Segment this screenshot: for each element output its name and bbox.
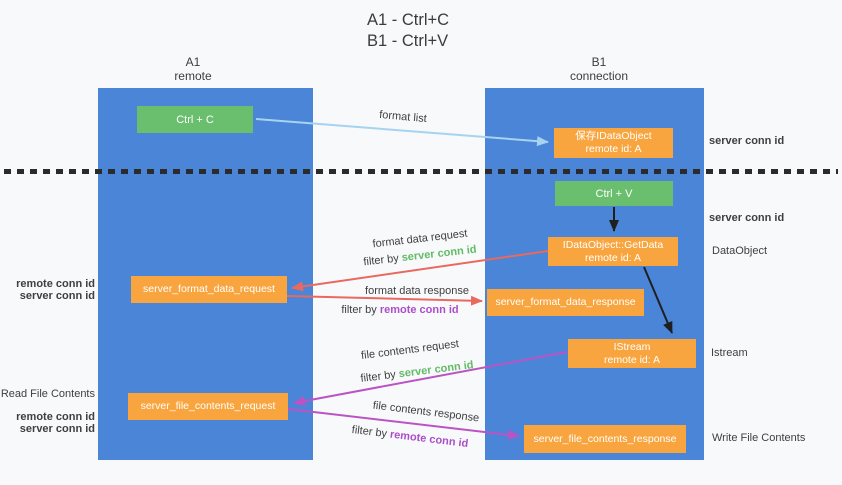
lane-a1-subtitle: remote — [174, 69, 212, 83]
left-conn-id-stack-1: remote conn id server conn id — [0, 278, 95, 302]
remote-conn-id-text-2: remote conn id — [389, 428, 469, 451]
filter-by-text-1: filter by — [362, 252, 400, 269]
filter-by-text-4: filter by — [351, 423, 388, 441]
node-server-file-contents-response-label: server_file_contents_response — [533, 432, 677, 445]
title-line-2: B1 - Ctrl+V — [367, 32, 449, 50]
label-format-data-response: format data response — [365, 285, 469, 297]
node-idataobject-getdata: IDataObject::GetData remote id: A — [548, 237, 678, 266]
label-server-conn-id-right-1: server conn id — [709, 135, 785, 147]
lane-a1-title: A1 — [185, 55, 201, 69]
remote-conn-id-text-1: remote conn id — [379, 304, 459, 316]
node-server-format-data-response: server_format_data_response — [487, 289, 644, 316]
label-remote-conn-id-left-2: remote conn id — [16, 411, 95, 423]
node-ctrl-v: Ctrl + V — [555, 181, 673, 206]
read-file-contents-block: Read File Contents — [0, 388, 95, 400]
left-conn-id-stack-2: remote conn id server conn id — [0, 411, 95, 435]
node-istream: IStream remote id: A — [568, 339, 696, 368]
label-format-list: format list — [378, 108, 428, 126]
label-dataobject: DataObject — [712, 245, 768, 257]
label-server-conn-id-left-1: server conn id — [19, 290, 95, 302]
label-server-conn-id-left-2: server conn id — [19, 423, 95, 435]
lane-b1-title: B1 — [591, 55, 607, 69]
node-istream-line2: remote id: A — [603, 353, 661, 366]
label-write-file-contents: Write File Contents — [712, 432, 806, 444]
node-save-idataobject-line1: 保存IDataObject — [575, 130, 652, 142]
diagram-title: A1 - Ctrl+C B1 - Ctrl+V — [367, 10, 449, 52]
node-server-file-contents-response: server_file_contents_response — [524, 425, 686, 453]
node-server-format-data-response-label: server_format_data_response — [495, 296, 636, 308]
node-save-idataobject-line2: remote id: A — [585, 143, 642, 155]
lane-header-a1: A1 remote — [133, 55, 253, 83]
lane-b1-subtitle: connection — [569, 69, 629, 83]
node-istream-line1: IStream — [613, 340, 651, 353]
filter-by-text-2: filter by — [341, 304, 377, 316]
node-getdata-line1: IDataObject::GetData — [562, 238, 664, 251]
node-getdata-line2: remote id: A — [584, 251, 642, 264]
label-file-contents-request: file contents request — [360, 338, 460, 362]
label-server-conn-id-right-2: server conn id — [709, 212, 785, 224]
node-server-format-data-request: server_format_data_request — [131, 276, 287, 303]
server-conn-id-text-2: server conn id — [398, 359, 475, 381]
title-line-1: A1 - Ctrl+C — [367, 11, 450, 29]
node-server-file-contents-request-label: server_file_contents_request — [140, 400, 276, 412]
label-remote-conn-id-left-1: remote conn id — [16, 278, 95, 290]
node-save-idataobject: 保存IDataObject remote id: A — [554, 128, 673, 158]
dotted-divider-line — [4, 169, 838, 174]
node-ctrl-c: Ctrl + C — [137, 106, 253, 133]
node-server-file-contents-request: server_file_contents_request — [128, 393, 288, 420]
label-file-contents-response: file contents response — [372, 399, 480, 425]
node-server-format-data-request-label: server_format_data_request — [143, 283, 275, 295]
label-istream: Istream — [711, 347, 748, 359]
filter-by-text-3: filter by — [359, 368, 397, 385]
node-ctrl-v-label: Ctrl + V — [595, 187, 633, 200]
server-conn-id-text-1: server conn id — [401, 243, 478, 265]
label-read-file-contents: Read File Contents — [0, 388, 95, 400]
lane-header-b1: B1 connection — [539, 55, 659, 83]
node-ctrl-c-label: Ctrl + C — [176, 113, 214, 126]
